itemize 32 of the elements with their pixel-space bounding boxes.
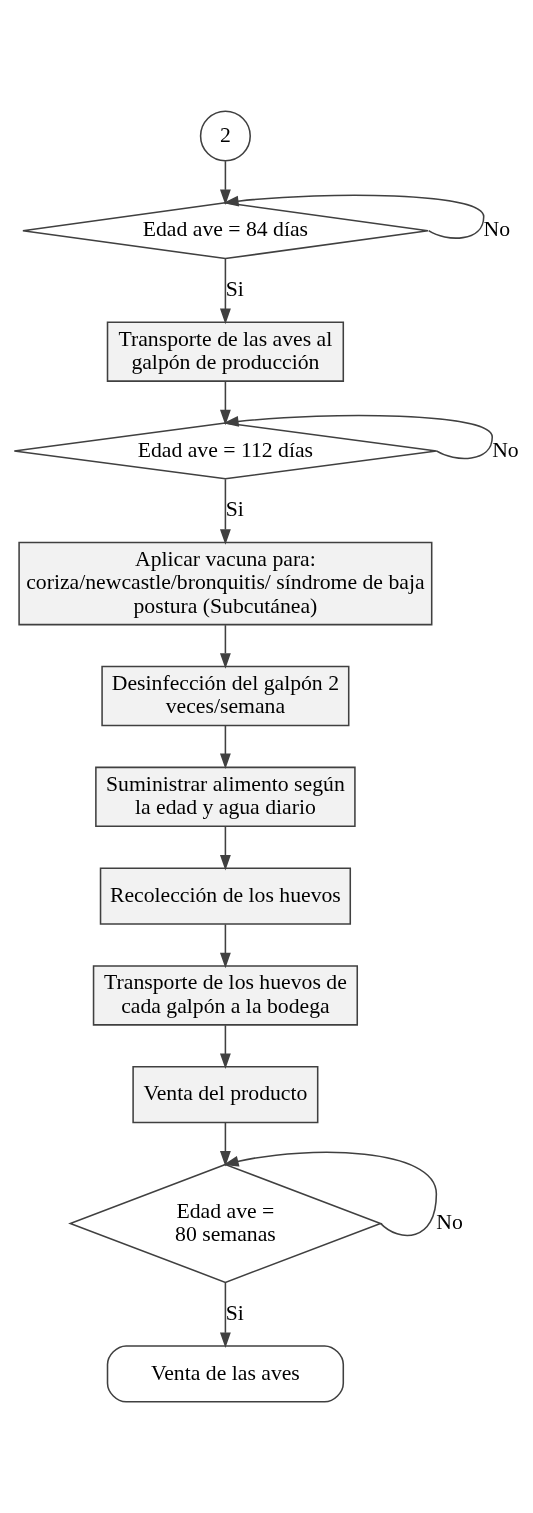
edge-label: No [436, 1210, 463, 1235]
node-diamond: Edad ave = 84 días [22, 201, 429, 260]
node-diamond: Edad ave = 80 semanas [68, 1163, 383, 1284]
arrow [223, 414, 494, 460]
node-box: Venta de las aves [106, 1345, 345, 1403]
node-box: Suministrar alimento según la edad y agua diario [95, 766, 356, 828]
arrow [223, 1151, 438, 1237]
node-box: Transporte de las aves al galpón de producción [106, 321, 345, 382]
edge-label: Si [225, 277, 244, 302]
node-box: Recolección de los huevos [99, 867, 352, 925]
arrow [219, 160, 231, 206]
arrow [219, 624, 231, 669]
arrow [219, 1122, 231, 1167]
arrow [219, 825, 231, 871]
arrow [223, 194, 485, 239]
arrow [219, 923, 231, 969]
arrow [219, 1024, 231, 1069]
arrow [219, 258, 231, 325]
node-diamond: Edad ave = 112 días [13, 422, 438, 480]
arrow [219, 1281, 231, 1348]
arrow [219, 478, 231, 545]
node-circle: 2 [199, 110, 251, 162]
edge-label: Si [225, 497, 244, 522]
node-box: Desinfección del galpón 2 veces/semana [101, 665, 350, 727]
edge-label: Si [225, 1300, 244, 1325]
node-box: Aplicar vacuna para: coriza/newcastle/bronquitis/ síndrome de baja postura (Subcutánea) [18, 541, 433, 626]
arrow [219, 380, 231, 426]
edge-label: No [483, 217, 511, 242]
node-box: Transporte de los huevos de cada galpón a la bodega [92, 965, 359, 1026]
node-box: Venta del producto [132, 1065, 319, 1124]
arrow [219, 725, 231, 770]
edge-label: No [492, 437, 519, 462]
